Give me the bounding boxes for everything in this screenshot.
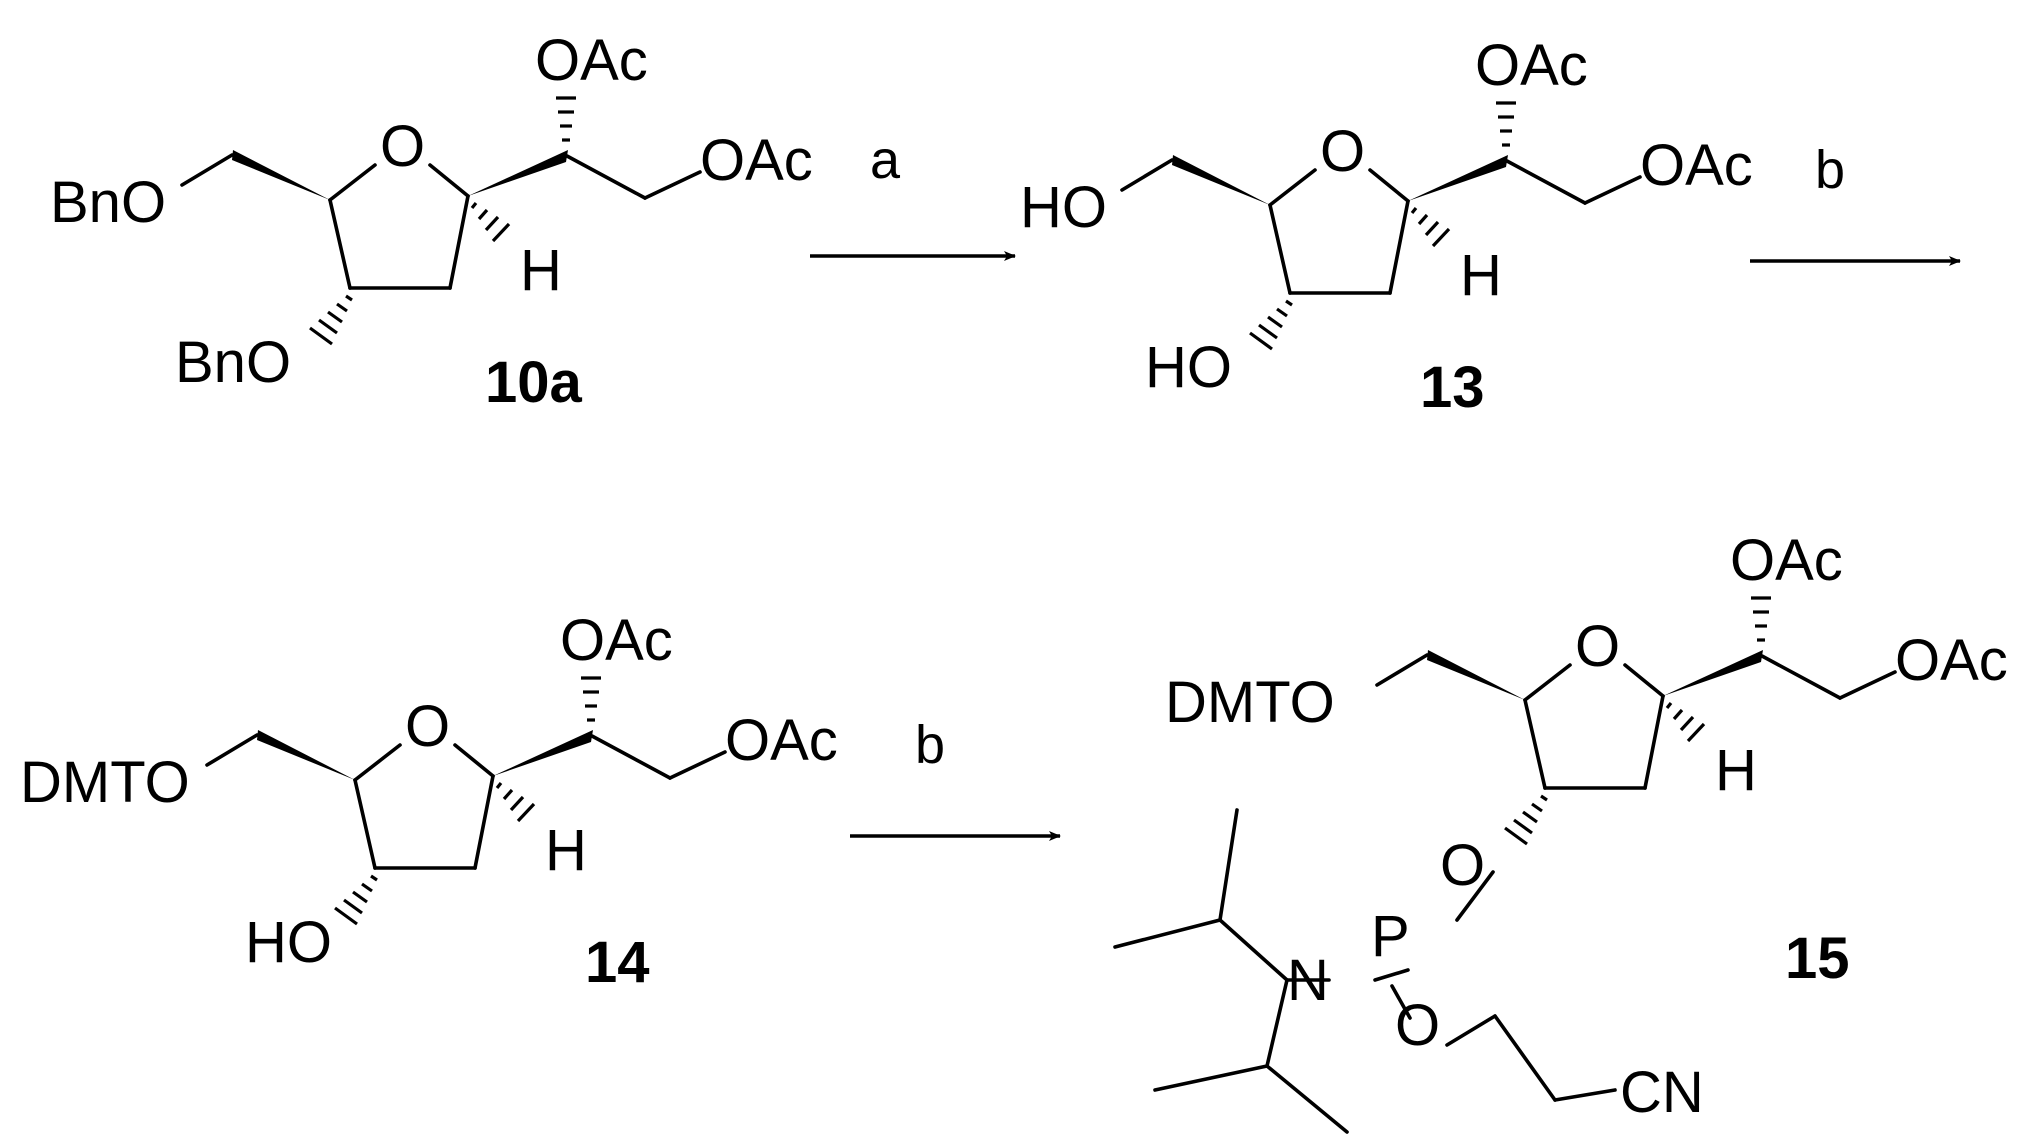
compound-label: 10a [485, 350, 583, 415]
hash-bond-c3 [1504, 794, 1548, 846]
nitrogen-atom: N [1287, 948, 1329, 1013]
ring-oxygen: O [1575, 614, 1620, 679]
compound-label: 14 [585, 930, 650, 995]
hash-bond-oac [556, 96, 576, 142]
oac-side: OAc [1640, 133, 1753, 198]
wedge-bond-c1 [1663, 650, 1763, 696]
c5-substituent: DMTO [1165, 670, 1335, 735]
reaction-arrow-b2: b [850, 715, 1061, 841]
compound-15: O H OAc OAc DMTO O P N O CN 15 [1113, 528, 2008, 1134]
oac-side: OAc [700, 128, 813, 193]
h-label: H [1460, 243, 1502, 308]
phosphoramidite-group: O P N O CN [1113, 808, 1704, 1134]
h-label: H [545, 818, 587, 883]
reagent-label: b [1815, 140, 1845, 200]
hash-bond-h [1665, 702, 1706, 743]
wedge-bond-c5 [232, 150, 330, 200]
compound-14: O H OAc OAc DMTO HO 14 [20, 608, 838, 995]
hash-bond-h [1410, 207, 1451, 248]
reagent-label: b [915, 715, 945, 775]
wedge-bond-c5 [257, 730, 355, 780]
compound-13: O H OAc OAc HO HO 13 [1020, 33, 1753, 420]
ring-oxygen: O [380, 114, 425, 179]
phosphite-oxygen-2: O [1395, 993, 1440, 1058]
oac-side: OAc [725, 708, 838, 773]
hash-bond-c3 [1249, 299, 1293, 351]
wedge-bond-c5 [1172, 155, 1270, 205]
compound-label: 15 [1785, 926, 1850, 991]
reagent-label: a [870, 130, 901, 190]
ring-oxygen: O [405, 694, 450, 759]
ring-bonds [328, 163, 470, 290]
c5-substituent: BnO [50, 170, 166, 235]
reaction-arrow-b1: b [1750, 140, 1961, 266]
c5-substituent: DMTO [20, 750, 190, 815]
h-label: H [1715, 738, 1757, 803]
oac-top: OAc [560, 608, 673, 673]
compound-10a: O H OAc OAc BnO BnO 10a [50, 28, 813, 415]
hash-bond-h [470, 202, 511, 243]
reaction-arrow-a: a [810, 130, 1016, 261]
cyano-group: CN [1620, 1060, 1704, 1125]
hash-bond-oac [1751, 596, 1771, 642]
oac-top: OAc [1475, 33, 1588, 98]
ring-bonds [1268, 168, 1410, 295]
wedge-bond-c1 [493, 730, 593, 776]
oac-top: OAc [1730, 528, 1843, 593]
c3-substituent: HO [1145, 335, 1232, 400]
hash-bond-c3 [334, 874, 378, 926]
wedge-bond-c1 [468, 150, 568, 196]
c5-substituent: HO [1020, 175, 1107, 240]
hash-bond-oac [1496, 101, 1516, 147]
compound-label: 13 [1420, 355, 1485, 420]
phosphorus-atom: P [1371, 904, 1410, 969]
oac-top: OAc [535, 28, 648, 93]
oac-side: OAc [1895, 628, 2008, 693]
ring-bonds [353, 743, 495, 870]
wedge-bond-c1 [1408, 155, 1508, 201]
c3-substituent: BnO [175, 330, 291, 395]
ring-bonds [1523, 663, 1665, 790]
hash-bond-oac [581, 676, 601, 722]
ring-oxygen: O [1320, 119, 1365, 184]
wedge-bond-c5 [1427, 650, 1525, 700]
hash-bond-h [495, 782, 536, 823]
h-label: H [520, 238, 562, 303]
c3-substituent: HO [245, 910, 332, 975]
hash-bond-c3 [309, 294, 353, 346]
phosphite-oxygen-1: O [1440, 833, 1485, 898]
